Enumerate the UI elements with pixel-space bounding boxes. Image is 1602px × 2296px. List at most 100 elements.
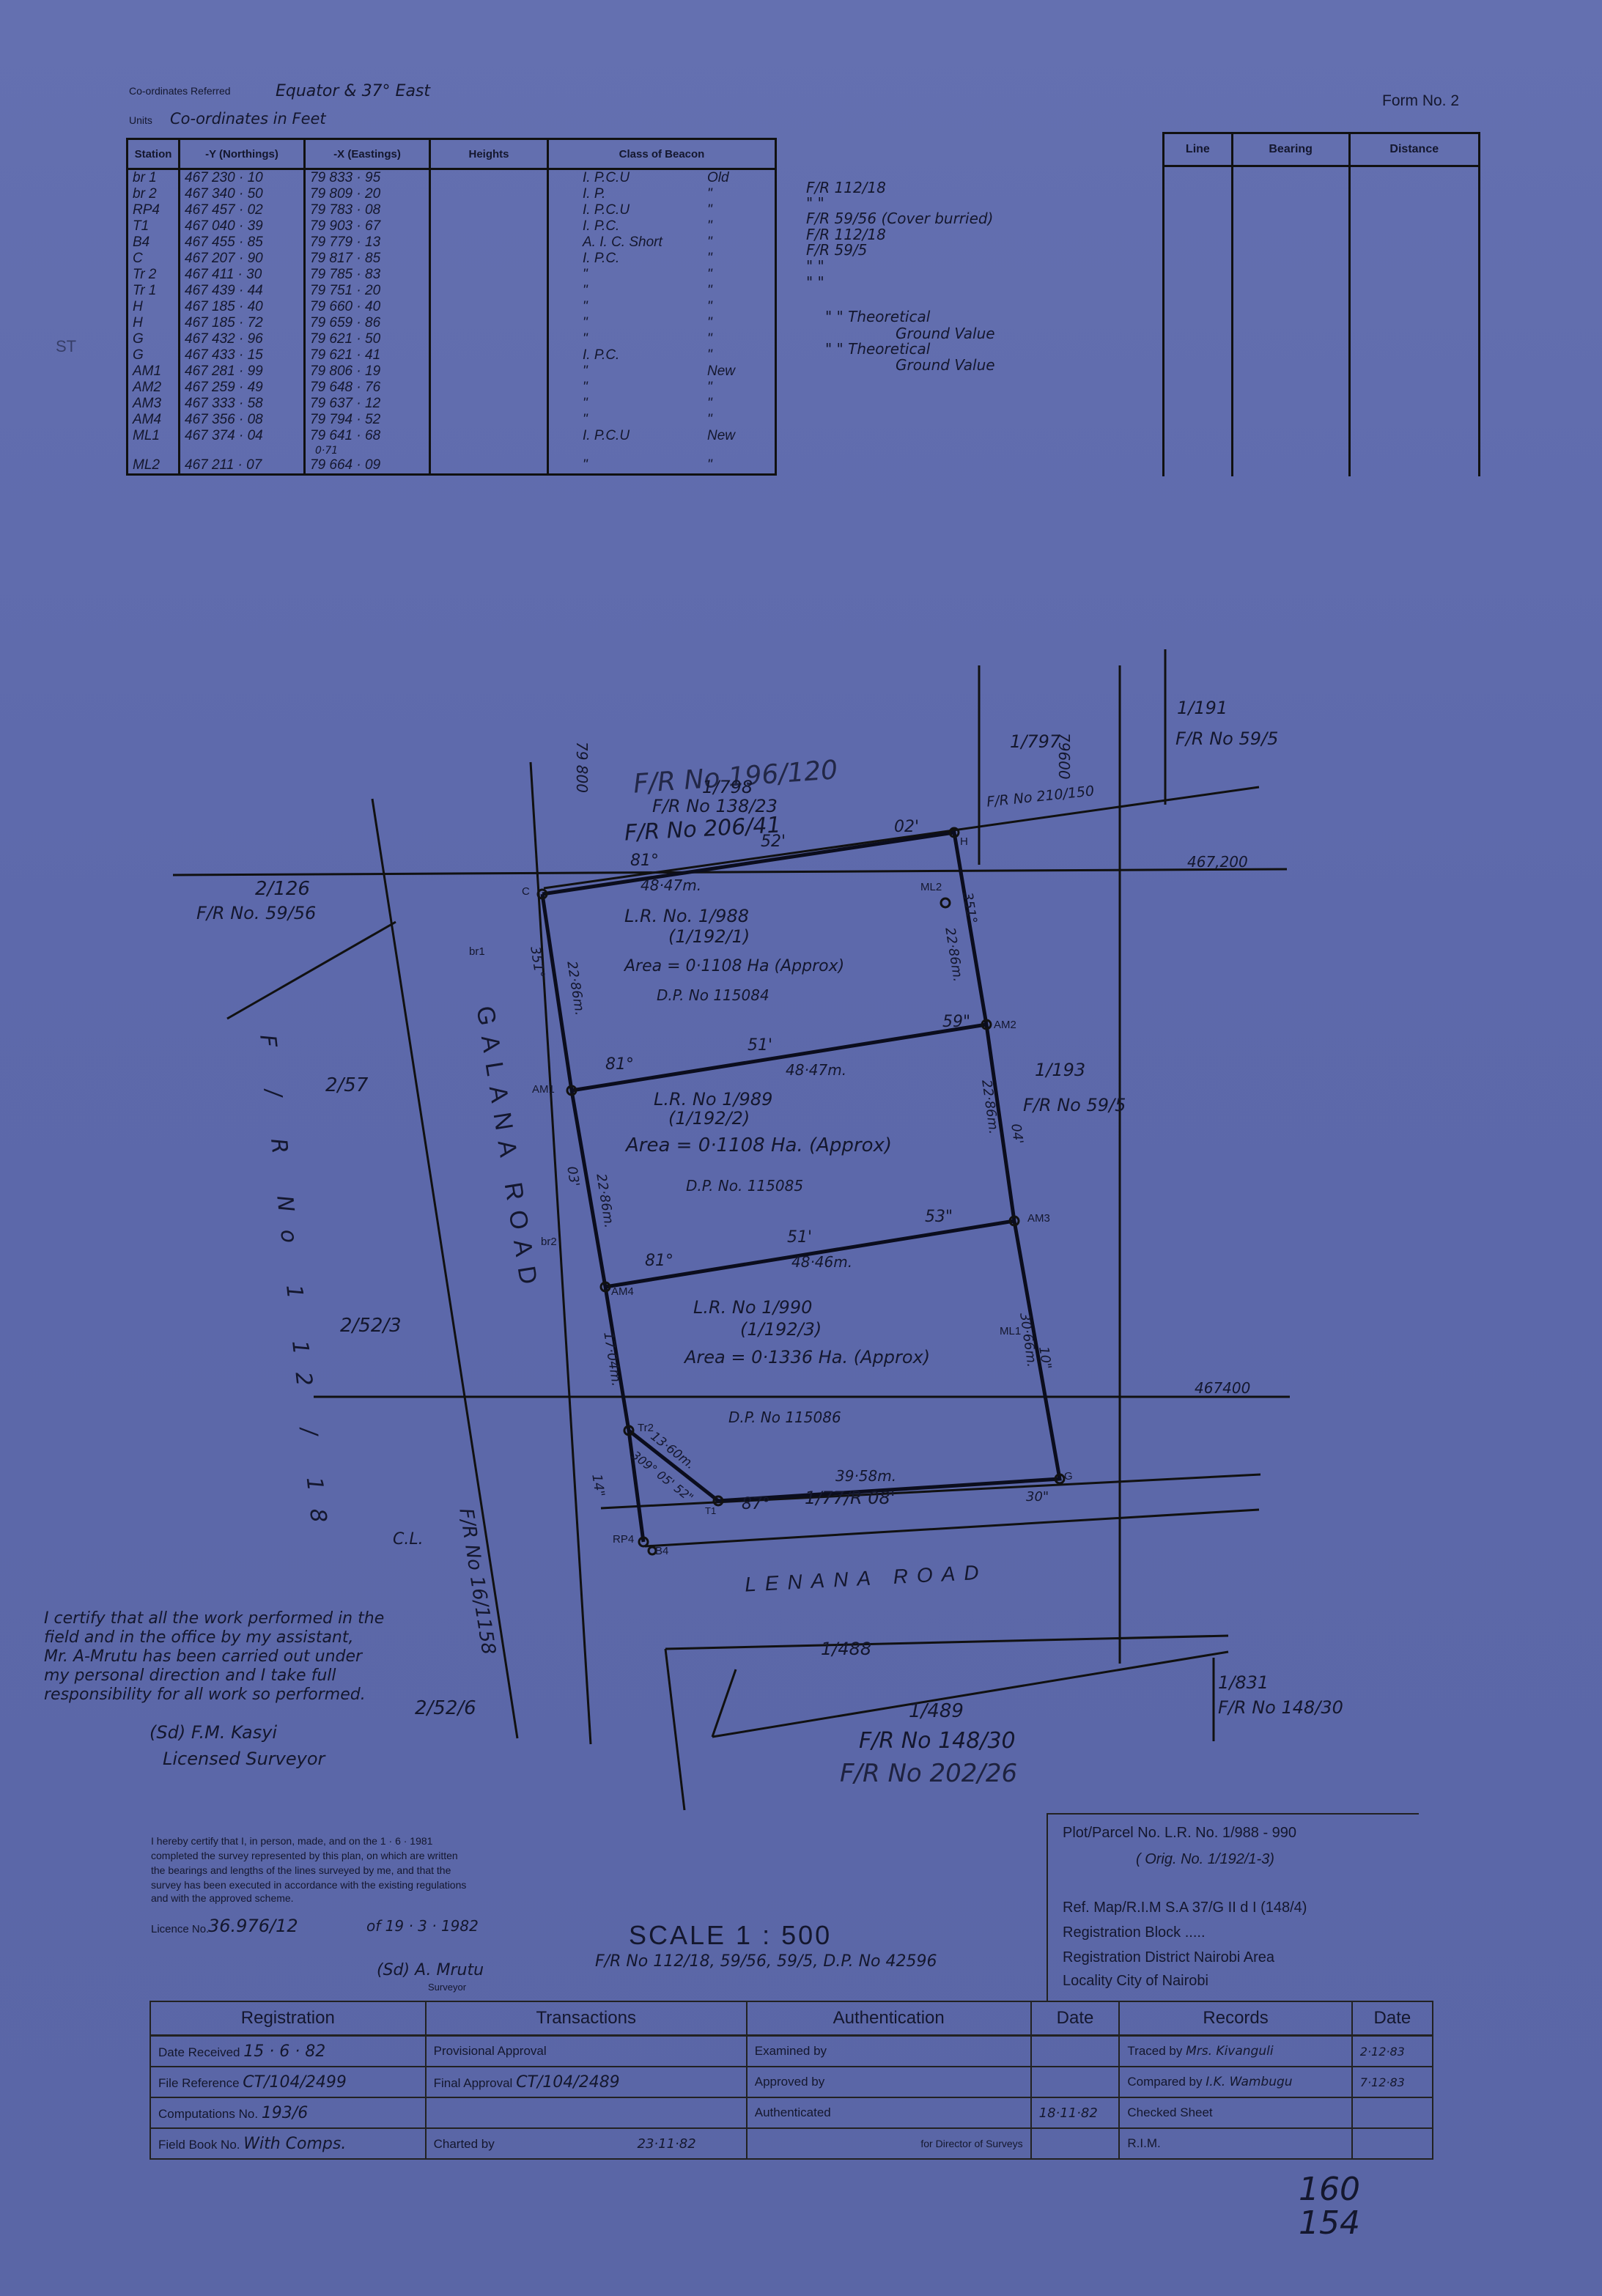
compared-by-cell: Compared by I.K. Wambugu: [1118, 2066, 1353, 2098]
licence-date: of 19 · 3 · 1982: [366, 1917, 479, 1935]
beacon-easting: 79 785 · 83: [303, 267, 431, 283]
beacon-class: I. P.C.": [547, 251, 777, 267]
form-number: Form No. 2: [1382, 92, 1460, 109]
certificate-line-2: field and in the office by my assistant,: [44, 1628, 354, 1647]
beacon-northing: 467 185 · 40: [178, 299, 306, 315]
beacon-class-age: ": [707, 457, 712, 473]
bearing-30: 30": [1026, 1489, 1049, 1505]
lr-1-989: L.R. No 1/989: [654, 1089, 773, 1110]
beacon-ml2: [940, 897, 951, 909]
fr-138-23: F/R No 138/23: [652, 796, 778, 816]
dp-115085: D.P. No. 115085: [686, 1177, 804, 1195]
easting-79800-line: [529, 761, 592, 1745]
dp-115084: D.P. No 115084: [657, 986, 769, 1004]
beacon-northing: 467 411 · 30: [178, 267, 306, 283]
beacon-easting: 79 751 · 20: [303, 283, 431, 299]
reg-row: Computations No. 193/6 Authenticated 18·…: [150, 2097, 1434, 2129]
computations-value: 193/6: [261, 2103, 309, 2122]
beacon-height: [429, 396, 549, 412]
beacon-class-type: ": [583, 396, 588, 411]
remark-h-ground: Ground Value: [896, 325, 995, 342]
beacon-class: "": [547, 380, 777, 396]
beacon-class: I. P.C.": [547, 347, 777, 363]
authenticated-cell: Authenticated: [745, 2097, 1032, 2129]
units-label: Units: [129, 114, 152, 126]
beacon-class: "": [547, 412, 777, 428]
col-northings: -Y (Northings): [178, 138, 306, 170]
bearing-03: 03': [564, 1165, 583, 1188]
beacon-station: H: [126, 315, 180, 331]
beacon-station: RP4: [126, 202, 180, 218]
bearing-53: 53": [925, 1208, 953, 1226]
station-label-br2: br2: [541, 1236, 557, 1248]
beacon-class: I. P.C.U": [547, 202, 777, 218]
beacon-class-type: ": [583, 363, 588, 379]
units-value: Co-ordinates in Feet: [170, 110, 326, 128]
surveyor-role: Surveyor: [428, 1982, 467, 1993]
remark-tr2: " ": [806, 273, 824, 291]
beacon-height: [429, 186, 549, 202]
col-class: Class of Beacon: [547, 138, 777, 170]
plot-1-797: 1/797: [1010, 731, 1061, 752]
beacon-class-type: I. P.: [583, 186, 606, 202]
field-book-value: With Comps.: [243, 2134, 347, 2153]
beacon-height: [429, 347, 549, 363]
beacon-height: [429, 299, 549, 315]
bearing-59: 59": [942, 1013, 971, 1031]
traced-value: Mrs. Kivanguli: [1186, 2044, 1274, 2059]
certificate-line-4: my personal direction and I take full: [44, 1666, 336, 1685]
beacon-northing: 467 333 · 58: [178, 396, 306, 412]
plot-parcel-number: Plot/Parcel No. L.R. No. 1/988 - 990: [1063, 1825, 1297, 1841]
bearing-10: 10": [1036, 1346, 1055, 1370]
beacon-class-type: ": [583, 283, 588, 298]
beacon-am2: [981, 1019, 992, 1030]
beacon-station: T1: [126, 218, 180, 235]
fr-59-5-north: F/R No 59/5: [1175, 728, 1279, 749]
boundary-am1-am2: [571, 1022, 987, 1093]
northing-467200-line: [172, 868, 1288, 876]
file-reference-cell: File Reference CT/104/2499: [150, 2066, 427, 2098]
beacon-station: br 1: [126, 169, 180, 186]
beacon-class-age: New: [707, 428, 736, 443]
beacon-height: [429, 412, 549, 428]
beacon-station: AM1: [126, 363, 180, 380]
beacon-class-type: I. P.C.U: [583, 170, 630, 185]
beacon-northing: 467 211 · 07: [178, 444, 306, 476]
plot-2-57: 2/57: [325, 1074, 369, 1096]
remark-c: " ": [806, 257, 824, 275]
beacon-height: [429, 363, 549, 380]
beacon-station: ML1: [126, 428, 180, 444]
date-cell-1: [1030, 2034, 1121, 2067]
distance-39-58: 39·58m.: [835, 1467, 897, 1485]
station-label-g: G: [1064, 1470, 1073, 1483]
beacon-northing: 467 455 · 85: [178, 235, 306, 251]
survey-cert-line-2: completed the survey represented by this…: [151, 1850, 458, 1861]
beacon-station: AM3: [126, 396, 180, 412]
beacon-class-type: ": [583, 331, 588, 347]
bearing-81-b: 81°: [605, 1055, 634, 1074]
station-label-ml1: ML1: [1000, 1325, 1022, 1337]
remark-b4: F/R 59/5: [806, 241, 868, 259]
fr-59-56: F/R No. 59/56: [196, 903, 317, 923]
beacon-easting: 79 817 · 85: [303, 251, 431, 267]
file-reference-label: File Reference: [158, 2075, 240, 2090]
plot-1-798: 1/798: [702, 777, 753, 797]
station-label-am4: AM4: [611, 1285, 634, 1298]
beacon-easting: 79 621 · 50: [303, 331, 431, 347]
beacon-height: [429, 283, 549, 299]
bearing-81-a: 81°: [630, 852, 659, 870]
beacon-northing: 467 457 · 02: [178, 202, 306, 218]
certificate-line-3: Mr. A-Mrutu has been carried out under: [44, 1647, 363, 1666]
fr-202-26: F/R No 202/26: [840, 1759, 1018, 1788]
date-received-label: Date Received: [158, 2045, 240, 2059]
reg-row: Date Received 15 · 6 · 82 Provisional Ap…: [150, 2034, 1434, 2067]
beacon-class-age: New: [707, 363, 736, 379]
beacon-station: B4: [126, 235, 180, 251]
plot-parcel-box: Plot/Parcel No. L.R. No. 1/988 - 990 ( O…: [1047, 1813, 1419, 2002]
reg-head-authentication: Authentication: [745, 2001, 1032, 2037]
beacon-class-age: ": [707, 331, 712, 347]
plot-1-831: 1/831: [1218, 1672, 1269, 1693]
